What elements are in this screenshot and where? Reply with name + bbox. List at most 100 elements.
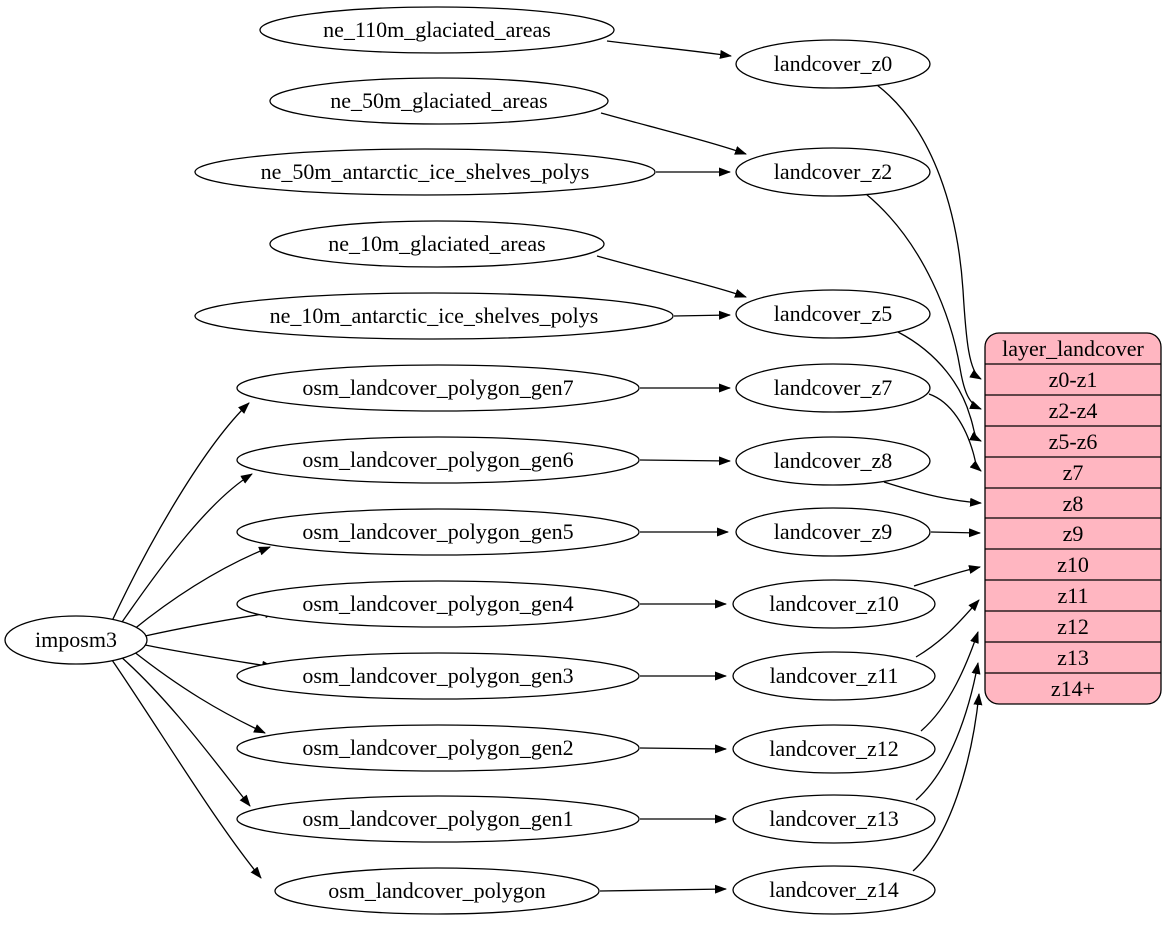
node-imposm3: imposm3 — [4, 615, 148, 665]
node-landcover-z0: landcover_z0 — [735, 39, 931, 89]
table-title: layer_landcover — [1002, 336, 1144, 361]
edge-z13-row — [915, 662, 981, 801]
node-ellipse — [194, 148, 656, 196]
node-ellipse — [4, 615, 148, 665]
edge-ne50mgl-z2 — [600, 112, 747, 155]
node-label: imposm3 — [35, 627, 117, 652]
node-ne-10m-antarctic-ice-shelves-polys: ne_10m_antarctic_ice_shelves_polys — [194, 292, 674, 340]
edge-z7-row — [928, 393, 982, 472]
table-row-label: z11 — [1058, 583, 1089, 608]
node-ellipse — [269, 220, 605, 268]
node-label: landcover_z2 — [774, 159, 893, 184]
node-label: landcover_z13 — [769, 806, 899, 831]
node-osm-landcover-polygon-gen5: osm_landcover_polygon_gen5 — [236, 508, 640, 556]
edge-imposm3-gen1 — [119, 655, 251, 807]
node-label: landcover_z0 — [774, 51, 893, 76]
node-osm-landcover-polygon-gen3: osm_landcover_polygon_gen3 — [236, 652, 640, 700]
node-label: osm_landcover_polygon_gen7 — [302, 375, 573, 400]
node-ellipse — [236, 364, 640, 412]
node-osm-landcover-polygon-gen1: osm_landcover_polygon_gen1 — [236, 795, 640, 843]
edge-z10-row — [913, 565, 981, 587]
table-row-label: z2-z4 — [1049, 398, 1098, 423]
edge-gen2-z12 — [639, 744, 727, 754]
edge-ne110m-z0 — [606, 40, 732, 59]
edge-ne10mgl-z5 — [596, 255, 747, 298]
node-label: landcover_z5 — [774, 301, 893, 326]
node-label: osm_landcover_polygon_gen4 — [302, 591, 573, 616]
node-ellipse — [732, 724, 936, 774]
node-ellipse — [735, 39, 931, 89]
node-landcover-z7: landcover_z7 — [735, 363, 931, 413]
node-landcover-z8: landcover_z8 — [735, 436, 931, 486]
edge-polygon-z14 — [599, 884, 727, 894]
edge-imposm3-gen5 — [132, 546, 271, 631]
edge-z9-row — [930, 528, 981, 538]
edge-z12-row — [920, 631, 979, 732]
node-label: osm_landcover_polygon_gen3 — [302, 663, 573, 688]
node-label: osm_landcover_polygon_gen5 — [302, 519, 573, 544]
edge-imposm3-polygon — [111, 659, 262, 879]
node-osm-landcover-polygon: osm_landcover_polygon — [274, 867, 600, 915]
node-ellipse — [236, 508, 640, 556]
node-landcover-z10: landcover_z10 — [732, 579, 936, 629]
node-label: osm_landcover_polygon — [328, 878, 546, 903]
node-ellipse — [735, 363, 931, 413]
table-row-label: z14+ — [1051, 676, 1095, 701]
node-ellipse — [236, 724, 640, 772]
node-landcover-z9: landcover_z9 — [735, 507, 931, 557]
node-ellipse — [236, 652, 640, 700]
table-row-label: z5-z6 — [1049, 429, 1098, 454]
node-ne-50m-glaciated-areas: ne_50m_glaciated_areas — [269, 77, 609, 125]
node-label: landcover_z8 — [774, 448, 893, 473]
edge-z14-row — [912, 693, 983, 872]
node-ellipse — [735, 436, 931, 486]
node-ellipse — [236, 580, 640, 628]
node-ellipse — [236, 795, 640, 843]
node-label: ne_10m_antarctic_ice_shelves_polys — [270, 303, 599, 328]
node-landcover-z14: landcover_z14 — [732, 865, 936, 915]
node-label: landcover_z10 — [769, 591, 899, 616]
table-row-label: z0-z1 — [1049, 367, 1098, 392]
node-ellipse — [732, 651, 936, 701]
node-ellipse — [732, 794, 936, 844]
edge-z0-row — [876, 84, 982, 380]
node-ellipse — [236, 436, 640, 484]
node-osm-landcover-polygon-gen7: osm_landcover_polygon_gen7 — [236, 364, 640, 412]
edge-imposm3-gen6 — [119, 473, 253, 626]
node-label: ne_110m_glaciated_areas — [323, 17, 551, 42]
node-label: landcover_z7 — [774, 375, 893, 400]
node-ne-110m-glaciated-areas: ne_110m_glaciated_areas — [259, 6, 615, 54]
table-layer-landcover: layer_landcover z0-z1 z2-z4 z5-z6 z7 z8 … — [984, 332, 1162, 705]
node-ellipse — [732, 865, 936, 915]
node-landcover-z12: landcover_z12 — [732, 724, 936, 774]
node-label: ne_50m_glaciated_areas — [330, 88, 547, 113]
node-landcover-z13: landcover_z13 — [732, 794, 936, 844]
node-ellipse — [735, 289, 931, 339]
edge-imposm3-gen3 — [144, 644, 274, 670]
node-osm-landcover-polygon-gen2: osm_landcover_polygon_gen2 — [236, 724, 640, 772]
node-landcover-z2: landcover_z2 — [735, 147, 931, 197]
node-label: ne_10m_glaciated_areas — [328, 231, 545, 256]
node-label: landcover_z9 — [774, 519, 893, 544]
node-osm-landcover-polygon-gen4: osm_landcover_polygon_gen4 — [236, 580, 640, 628]
node-label: ne_50m_antarctic_ice_shelves_polys — [261, 159, 590, 184]
edge-ne10mant-z5 — [673, 310, 731, 320]
edge-z2-row — [865, 193, 982, 410]
node-label: landcover_z12 — [769, 736, 899, 761]
node-ne-50m-antarctic-ice-shelves-polys: ne_50m_antarctic_ice_shelves_polys — [194, 148, 656, 196]
edge-z8-row — [883, 481, 982, 507]
edge-imposm3-gen7 — [111, 402, 250, 622]
node-label: osm_landcover_polygon_gen2 — [302, 735, 573, 760]
node-label: landcover_z11 — [770, 663, 899, 688]
node-ellipse — [194, 292, 674, 340]
edge-z5-row — [897, 331, 982, 442]
node-ellipse — [259, 6, 615, 54]
table-row-label: z10 — [1057, 552, 1089, 577]
node-osm-landcover-polygon-gen6: osm_landcover_polygon_gen6 — [236, 436, 640, 484]
table-row-label: z13 — [1057, 645, 1089, 670]
node-ellipse — [269, 77, 609, 125]
table-row-label: z8 — [1063, 491, 1084, 516]
table-row-label: z12 — [1057, 614, 1089, 639]
